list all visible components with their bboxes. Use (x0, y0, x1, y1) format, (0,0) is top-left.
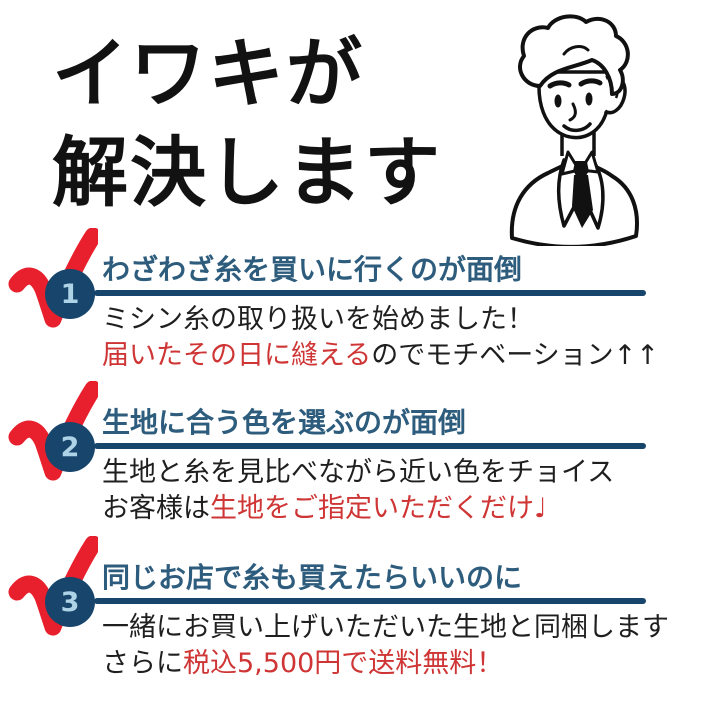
item-number-badge: 2 (45, 422, 95, 472)
item-body-line-1: ミシン糸の取り扱いを始めました！ (102, 304, 534, 335)
item-body-line-2: さらに税込5,500円で送料無料！ (102, 646, 669, 682)
title-line-1: イワキが (52, 29, 364, 118)
consultant-man-illustration (509, 14, 639, 246)
item-body: 一緒にお買い上げいただいた生地と同梱します さらに税込5,500円で送料無料！ (102, 610, 669, 682)
item-body-line-2: 届いたその日に縫えるのでモチベーション↑↑ (102, 338, 659, 374)
problem-item-3: 3 同じお店で糸も買えたらいいのに 一緒にお買い上げいただいた生地と同梱します … (0, 536, 710, 688)
item-heading: 生地に合う色を選ぶのが面倒 (102, 406, 467, 439)
item-body-line-1: 一緒にお買い上げいただいた生地と同梱します (102, 612, 669, 643)
page-title: イワキが 解決します (52, 24, 442, 222)
body-prefix: お客様は (102, 493, 210, 524)
item-body: ミシン糸の取り扱いを始めました！ 届いたその日に縫えるのでモチベーション↑↑ (102, 302, 659, 374)
item-body-line-1: 生地と糸を見比べながら近い色をチョイス (102, 457, 615, 488)
problem-item-2: 2 生地に合う色を選ぶのが面倒 生地と糸を見比べながら近い色をチョイス お客様は… (0, 381, 710, 533)
problem-item-1: 1 わざわざ糸を買いに行くのが面倒 ミシン糸の取り扱いを始めました！ 届いたその… (0, 228, 710, 380)
item-number-badge: 3 (45, 577, 95, 627)
item-heading: わざわざ糸を買いに行くのが面倒 (102, 253, 523, 286)
item-divider (94, 598, 646, 604)
body-emphasis: 税込5,500円で送料無料！ (183, 648, 504, 679)
item-divider (94, 443, 646, 449)
item-body-line-2: お客様は生地をご指定いただくだけ♩ (102, 491, 614, 527)
body-suffix: のでモチベーション↑↑ (371, 340, 659, 371)
item-heading: 同じお店で糸も買えたらいいのに (102, 561, 523, 594)
item-divider (94, 290, 646, 296)
body-emphasis: 生地をご指定いただくだけ♩ (210, 493, 547, 524)
item-number-badge: 1 (45, 269, 95, 319)
title-line-2: 解決します (52, 128, 442, 217)
body-emphasis: 届いたその日に縫える (102, 340, 372, 371)
body-prefix: さらに (102, 648, 183, 679)
item-body: 生地と糸を見比べながら近い色をチョイス お客様は生地をご指定いただくだけ♩ (102, 455, 614, 527)
